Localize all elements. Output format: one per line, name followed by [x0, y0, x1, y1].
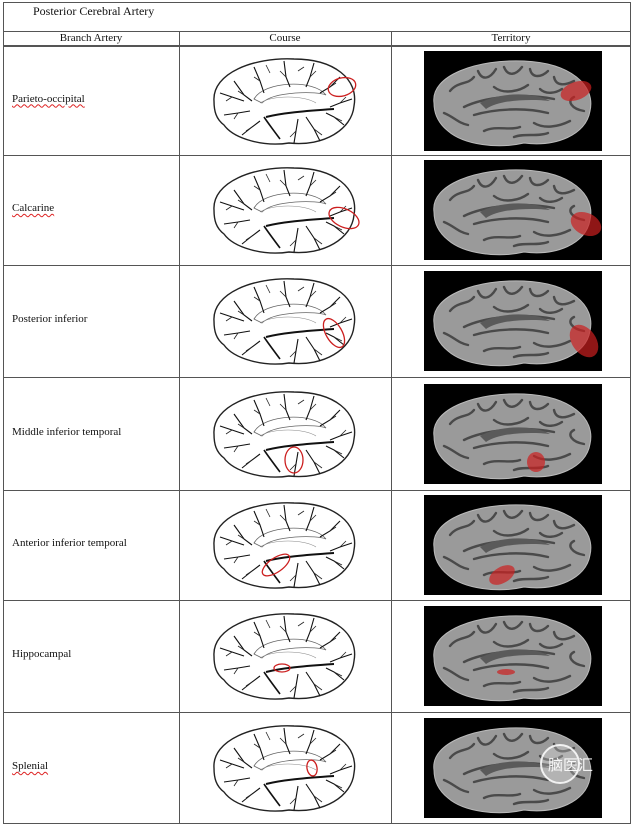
table-title-row: Posterior Cerebral Artery: [3, 2, 631, 32]
course-diagram: [213, 167, 360, 254]
territory-highlight: [569, 324, 599, 358]
branch-artery-label: Anterior inferior temporal: [12, 537, 127, 549]
artery-course-drawing: [213, 167, 356, 254]
course-highlight-ellipse: [327, 76, 357, 97]
row-divider: [3, 155, 631, 156]
column-divider: [179, 32, 180, 824]
row-divider: [3, 490, 631, 491]
territory-highlight: [489, 565, 515, 585]
course-diagram: [213, 57, 357, 145]
territory-highlight: [560, 80, 592, 101]
header-territory: Territory: [491, 32, 531, 44]
header-course: Course: [269, 32, 301, 44]
course-highlight-ellipse: [328, 206, 360, 230]
territory-highlight: [570, 211, 602, 237]
course-highlight-ellipse: [284, 445, 304, 474]
brain-medial-surface: [433, 59, 592, 146]
brain-medial-surface: [433, 504, 592, 591]
branch-artery-label: Parieto-occipital: [12, 92, 85, 105]
watermark-logo-icon: 脑医汇: [540, 744, 593, 784]
course-highlight-ellipse: [261, 553, 291, 577]
course-highlight-ellipse: [273, 663, 291, 673]
course-diagram: [213, 278, 356, 365]
branch-artery-label: Middle inferior temporal: [12, 425, 122, 438]
row-divider: [3, 600, 631, 601]
course-highlight-ellipse: [322, 317, 346, 349]
watermark-text: 脑医汇: [548, 756, 593, 774]
territory-highlight: [527, 451, 545, 472]
territory-image: [424, 606, 602, 706]
column-divider: [391, 32, 392, 824]
brain-medial-surface: [433, 280, 592, 367]
course-diagram: [213, 502, 356, 589]
row-divider: [3, 712, 631, 713]
territory-image: [424, 160, 602, 260]
header-branch-artery: Branch Artery: [59, 32, 123, 44]
course-diagram: [213, 390, 356, 478]
branch-artery-label: Splenial: [12, 760, 49, 772]
row-divider: [3, 377, 631, 378]
branch-artery-label: Posterior inferior: [12, 313, 88, 325]
territory-image: [424, 718, 602, 818]
table-title: Posterior Cerebral Artery: [33, 4, 155, 18]
branch-artery-label: Hippocampal: [12, 648, 72, 660]
watermark: 脑医汇: [538, 742, 618, 791]
artery-course-drawing: [213, 278, 356, 365]
artery-course-drawing: [213, 57, 356, 145]
territory-image: [424, 383, 602, 484]
artery-course-drawing: [213, 502, 356, 589]
row-divider: [3, 46, 631, 47]
territory-image: [424, 271, 602, 371]
artery-course-drawing: [213, 613, 356, 700]
brain-medial-surface: [433, 615, 592, 702]
course-diagram: [213, 725, 356, 812]
territory-highlight: [497, 669, 515, 675]
branch-artery-label: Calcarine: [12, 202, 55, 214]
course-diagram: [213, 613, 356, 700]
brain-medial-surface: [433, 169, 592, 256]
territory-image: [424, 50, 602, 151]
brain-medial-surface: [433, 392, 592, 479]
territory-image: [424, 495, 602, 595]
row-divider: [3, 265, 631, 266]
artery-course-drawing: [213, 390, 356, 478]
artery-course-drawing: [213, 725, 356, 812]
course-highlight-ellipse: [306, 759, 318, 777]
table-frame: [3, 2, 631, 824]
table-header-row: Branch Artery Course Territory: [3, 32, 631, 46]
